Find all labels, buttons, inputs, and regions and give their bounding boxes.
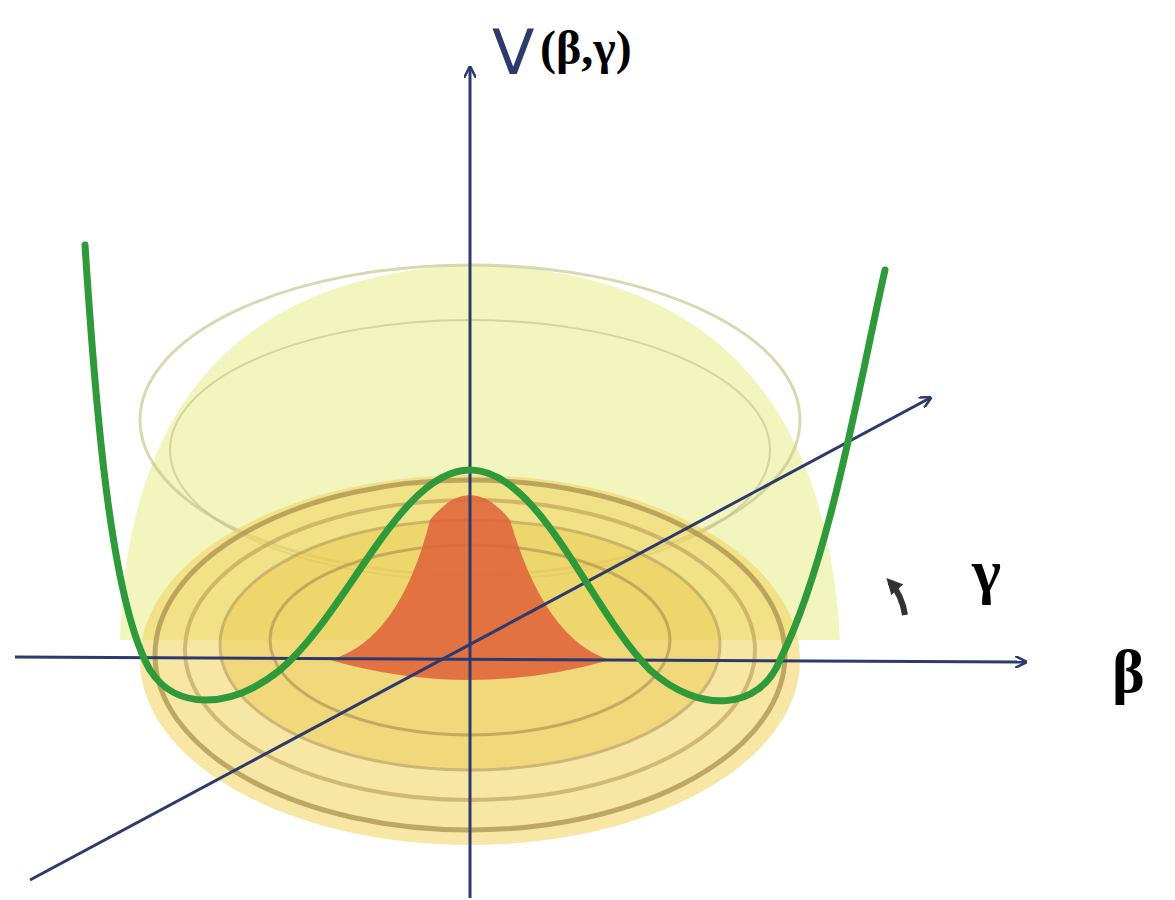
beta-axis: [15, 657, 1025, 662]
axis-arguments: (β,γ): [540, 24, 632, 72]
axis-name: β: [1112, 640, 1145, 702]
potential-curve: [85, 245, 885, 701]
rotation-arrow: [890, 582, 905, 615]
axis-name: γ: [972, 540, 1001, 602]
v-axis: [469, 68, 472, 898]
axis-name: V: [492, 22, 534, 84]
